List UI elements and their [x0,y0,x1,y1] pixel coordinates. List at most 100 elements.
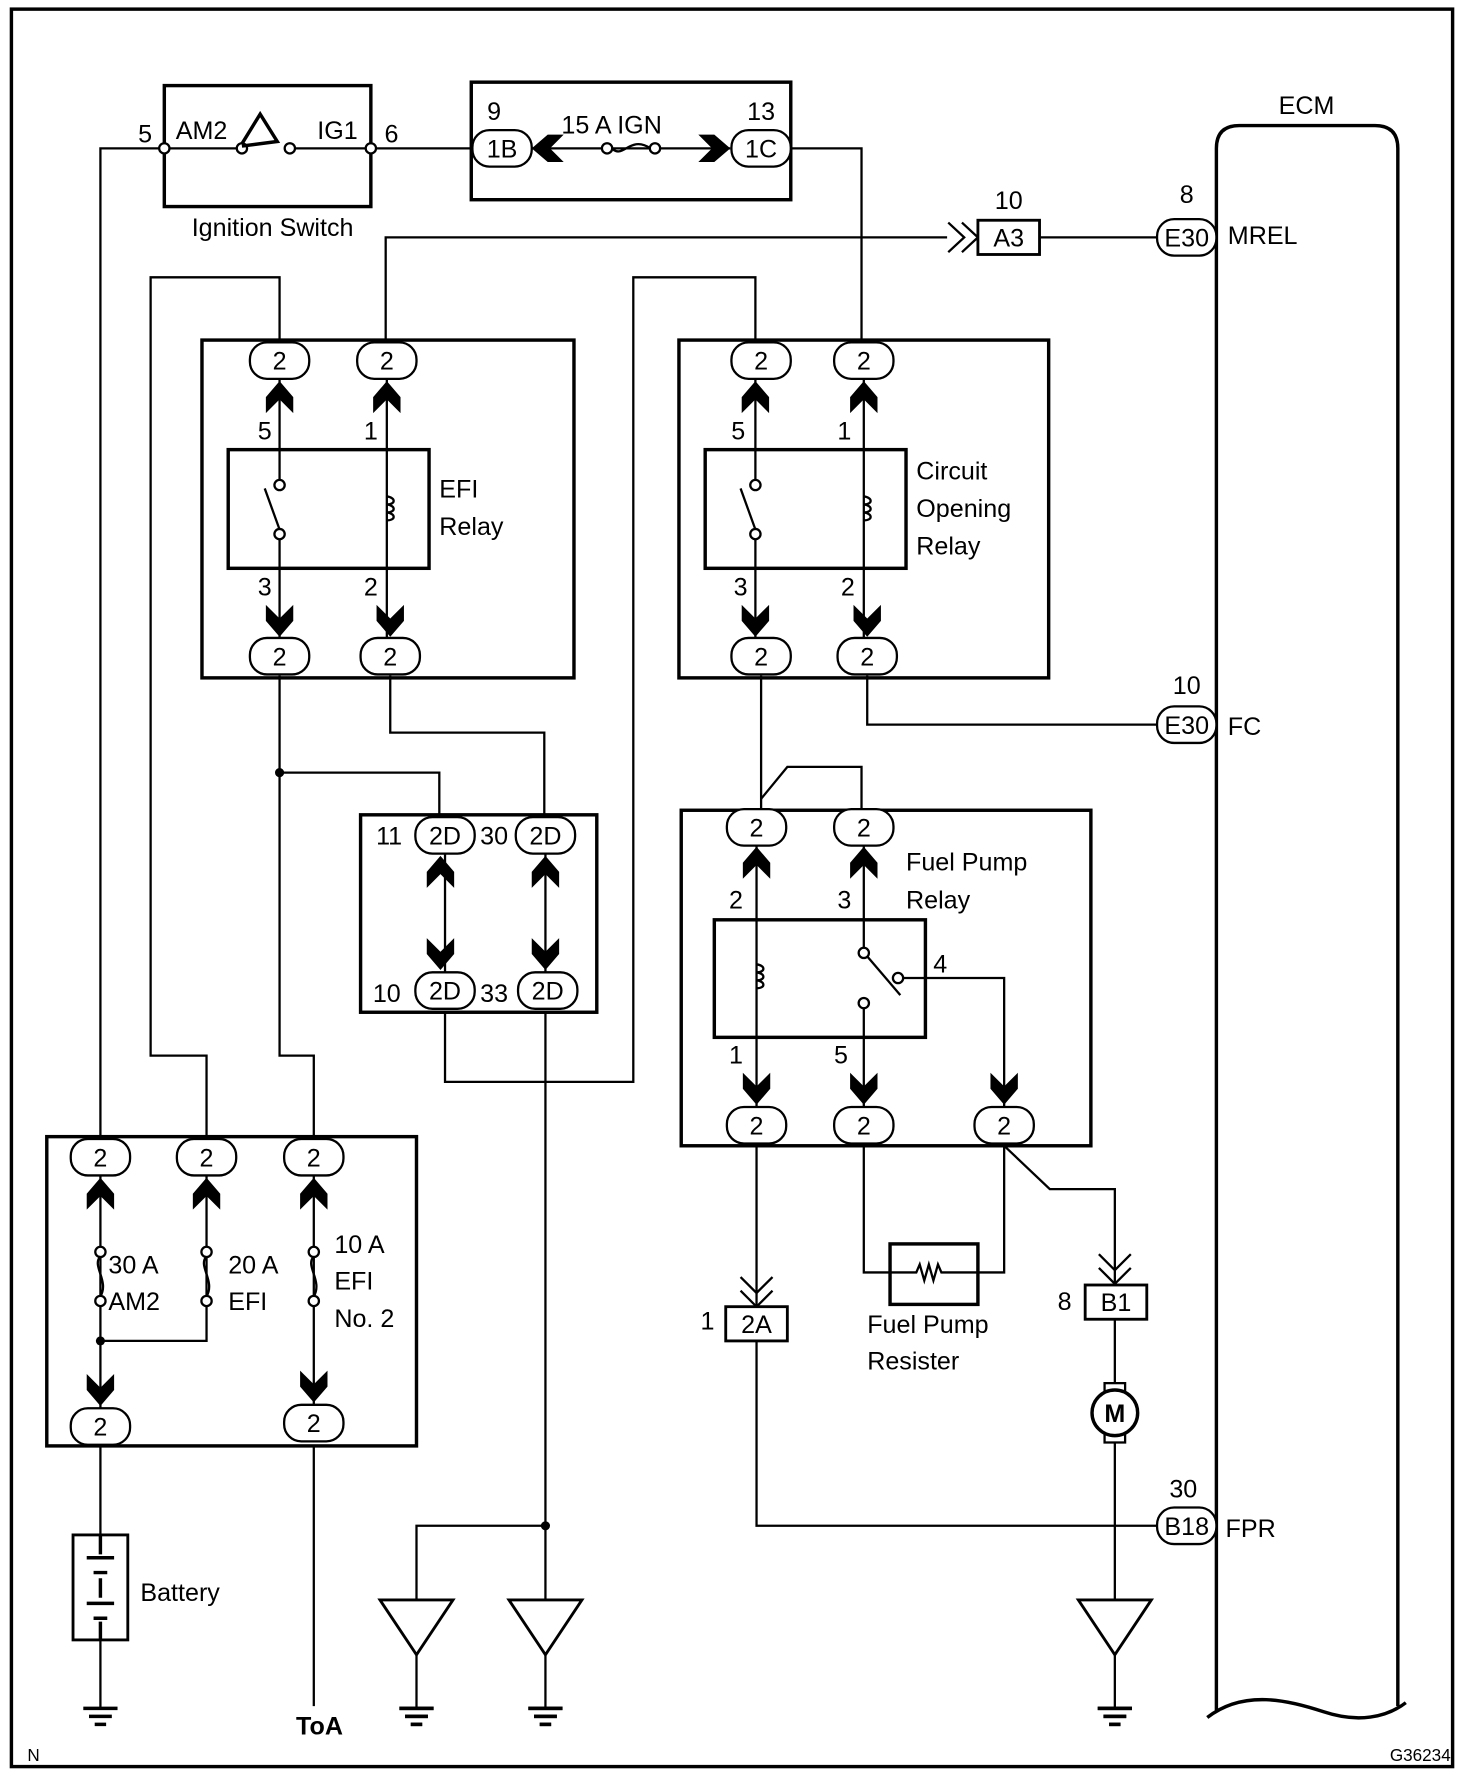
terminal-icon [158,142,171,155]
connector-shell [414,971,476,1010]
connector-label: 2D [429,978,461,1006]
to-a-label: ToA [296,1713,343,1741]
resister-name-1: Fuel Pump [867,1311,988,1339]
terminal-icon [200,1245,213,1259]
cor-pin-1: 1 [837,417,851,445]
ignition-switch-label: Ignition Switch [192,214,354,242]
ground-icon [399,1706,434,1727]
fuse-icon [610,143,652,153]
fpr-name-1: Fuel Pump [906,849,1027,877]
wire [903,976,1006,1107]
arrow-left-icon [531,134,564,163]
block-2d-pin-30: 30 [480,822,508,850]
connector-label: 2 [857,348,871,376]
fuse-efi2-rating: 10 A [334,1231,384,1259]
fuse-conn-am2: 2 [69,1137,132,1177]
terminal-icon [307,1294,321,1308]
fuel-pump-pin: 8 [1058,1288,1072,1316]
connector-label: 2 [273,643,287,671]
ign-pin-right: 6 [385,121,399,149]
wire [384,236,948,343]
connector-label: 2 [307,1144,321,1172]
fuse-conn-efi2: 2 [282,1137,345,1177]
efi-relay-conn-1: 2 [356,341,418,381]
fpr-pin-4: 4 [933,950,947,978]
relay-switch-icon [866,955,902,996]
connector-label: B1 [1101,1289,1132,1317]
connector-shell [359,636,422,676]
fuse-efi-rating: 20 A [228,1252,278,1280]
connector-shell [730,128,792,168]
connector-shell [414,815,476,855]
conn-2d-10: 2D [414,971,476,1010]
fuse-conn-battery: 2 [69,1407,132,1446]
connector-label: 2 [857,1112,871,1140]
wire [279,771,441,818]
wire [99,147,165,1138]
terminal-icon [94,1245,107,1259]
connector-label: 2 [860,643,874,671]
connector-shell [832,807,895,847]
wire [862,1145,891,1274]
efi-relay-box [200,338,576,680]
fpr-conn-3: 2 [832,807,895,847]
fuse-efi2-name: EFI [334,1268,373,1296]
terminal-icon [749,527,762,541]
fpr-inner [712,918,928,1040]
efi-relay-conn-3: 2 [248,636,311,676]
conn-2d-33: 2D [516,971,579,1010]
ground-icon [528,1706,563,1727]
wire [415,1524,546,1600]
labels: ECM 8 MREL 10 FC 30 FPR 5 AM2 IG1 6 Igni… [27,92,1451,1765]
connector-shell [973,1105,1035,1145]
ecm-mrel-pin: 8 [1180,181,1194,209]
arrow-down-icon [376,604,404,637]
connector-label: 2 [383,643,397,671]
cor-pin-2: 2 [841,574,855,602]
connector-label: 2A [741,1311,772,1339]
connector-label: 2 [200,1144,214,1172]
ignition-switch-box [162,83,373,209]
wire [790,147,863,343]
terminal-icon [273,478,286,492]
arrow-down-icon [426,938,455,971]
efi-relay-pin-5: 5 [258,417,272,445]
circuit-opening-relay-box [677,338,1051,680]
connector-shell [471,128,533,168]
a3-pin: 10 [995,187,1023,215]
ign-pin-left: 5 [138,121,152,149]
fuse-icon [96,1255,105,1297]
double-chevron-icon [947,221,980,254]
arrow-up-icon [850,381,878,414]
coil-icon [863,495,872,522]
relay-switch-icon [263,488,281,530]
outer-frame [9,7,1455,1769]
efi-relay-conn-5: 2 [248,341,311,381]
arrow-up-icon [742,846,771,879]
connector-a3: A3 [976,218,1041,256]
terminal-icon [307,1245,321,1259]
connector-shell [725,1105,788,1145]
cor-name-3: Relay [916,533,981,561]
fpr-pin-5: 5 [834,1042,848,1070]
ign-am2-label: AM2 [176,117,228,145]
relay-switch-icon [739,488,757,530]
wire [755,1340,1159,1527]
connector-label: 2 [997,1112,1011,1140]
connector-shell [725,807,788,847]
efi-relay-inner [226,447,431,571]
ign-fuse-label: 15 A IGN [561,112,661,140]
motor-label: M [1104,1400,1125,1428]
ecm-body [1206,123,1407,1720]
wire [866,675,1159,726]
terminal-icon [94,1294,107,1308]
cor-pin-5: 5 [731,417,745,445]
connector-shell [1155,217,1218,257]
connector-shell [832,1105,895,1145]
fpr-name-2: Relay [906,886,971,914]
connector-shell [282,1137,345,1177]
junction-dot [95,1336,105,1346]
efi-relay-name-2: Relay [439,513,504,541]
fuse-efi-name: EFI [228,1288,267,1316]
